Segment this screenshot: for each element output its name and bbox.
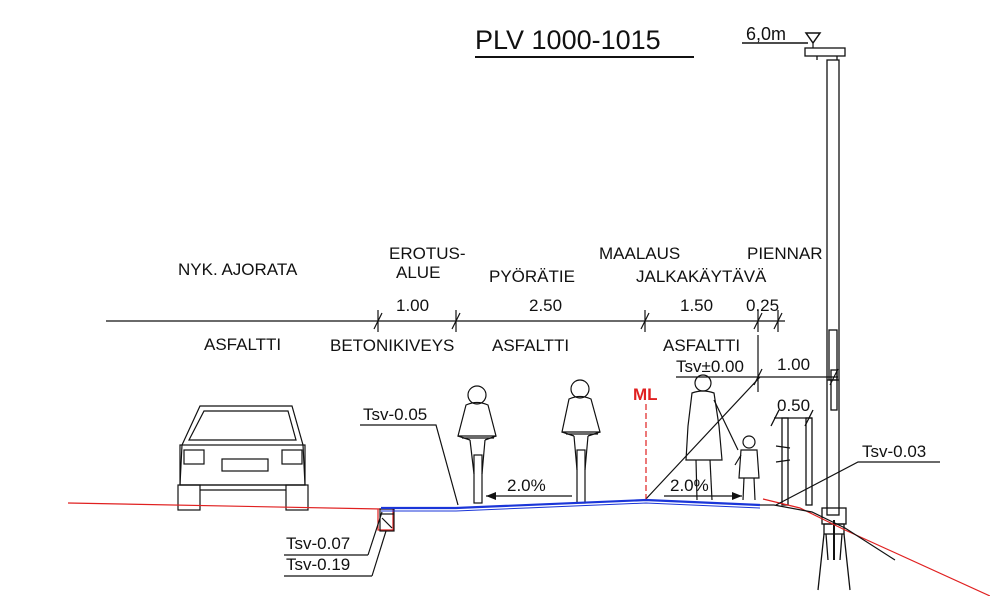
drawing-title: PLV 1000-1015	[475, 25, 661, 55]
right-edge-leader	[775, 461, 940, 506]
left-edge-leader	[360, 424, 459, 506]
light-pole	[804, 47, 851, 591]
pedestrian-adult-figure	[685, 374, 739, 501]
dimension-line	[106, 310, 785, 332]
bikeway-width: 2.50	[529, 296, 562, 315]
pole-height-label: 6,0m	[746, 24, 786, 44]
shoulder-label: PIENNAR	[747, 244, 823, 263]
car-rear-view	[177, 405, 309, 511]
paint-label: MAALAUS	[599, 244, 680, 263]
separator-label-line1: EROTUS-	[389, 244, 466, 263]
bikeway-label: PYÖRÄTIE	[489, 267, 575, 286]
embankment-line	[773, 504, 896, 561]
curb-bottom-level: Tsv-0.19	[286, 555, 350, 574]
post-offset-width: 0.50	[777, 396, 810, 415]
left-edge-level: Tsv-0.05	[363, 405, 427, 424]
slope-arrow-icon	[486, 492, 496, 500]
sidewalk-width: 1.50	[680, 296, 713, 315]
separator-label-line2: ALUE	[396, 263, 440, 282]
cyclist-figure-1	[457, 385, 497, 504]
pavement-surface	[381, 498, 761, 510]
road-label: NYK. AJORATA	[178, 260, 298, 279]
bikeway-material: ASFALTTI	[492, 336, 569, 355]
shoulder-width: 0.25	[746, 296, 779, 315]
pavement-base	[381, 502, 761, 512]
road-material: ASFALTTI	[204, 335, 281, 354]
pole-offset-width: 1.00	[777, 355, 810, 374]
cyclist-figure-2	[561, 379, 601, 504]
sidewalk-material: ASFALTTI	[663, 336, 740, 355]
top-level-leader	[644, 376, 761, 501]
sidewalk-slope: 2.0%	[670, 476, 709, 495]
right-edge-level: Tsv-0.03	[862, 442, 926, 461]
sidewalk-label: JALKAKÄYTÄVÄ	[636, 267, 767, 286]
slope-arrow-icon	[732, 492, 742, 500]
pedestrian-child-figure	[734, 435, 760, 501]
top-level-label: Tsv±0.00	[676, 357, 744, 376]
separator-width: 1.00	[396, 296, 429, 315]
ground-line-right	[762, 498, 990, 596]
height-marker-triangle-icon	[804, 32, 822, 45]
ml-label: ML	[633, 385, 658, 404]
ground-line	[67, 502, 394, 531]
curb-top-level: Tsv-0.07	[286, 534, 350, 553]
bikeway-slope: 2.0%	[507, 476, 546, 495]
separator-material: BETONIKIVEYS	[330, 336, 454, 355]
fence-posts	[770, 409, 814, 506]
